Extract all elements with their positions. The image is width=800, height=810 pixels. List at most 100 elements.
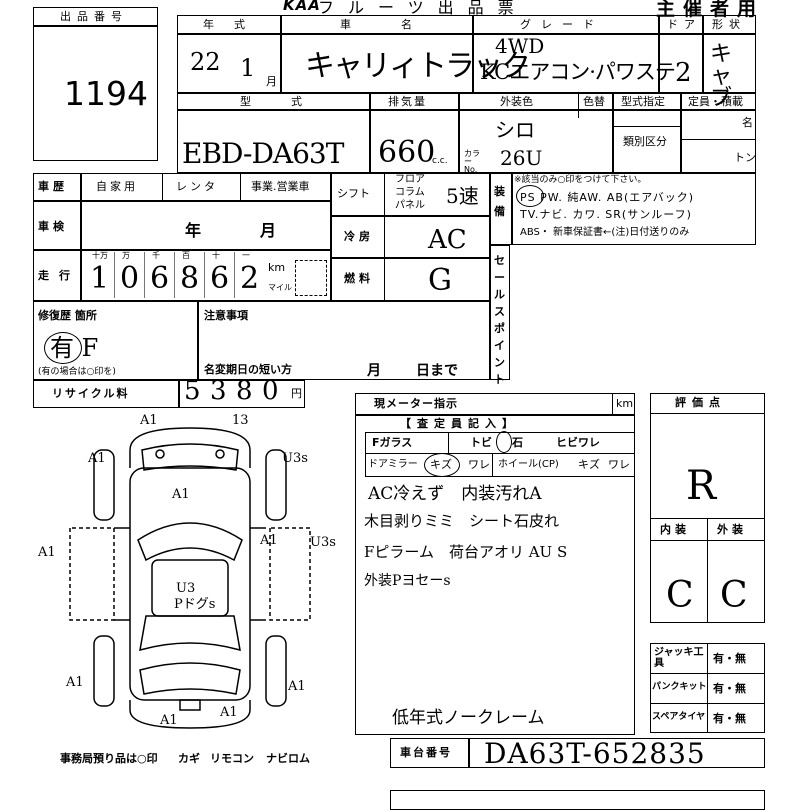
damage-mark: A1	[140, 413, 158, 428]
ps-circle-mark	[516, 185, 544, 207]
mileage-digit: 2	[240, 261, 260, 296]
damage-mark: A1	[160, 713, 178, 728]
jack-label: ジャッキ工具	[654, 647, 704, 669]
exterior-color-value: シロ	[495, 118, 535, 142]
recycle-box	[33, 380, 305, 408]
capacity-label: 定員・積載	[688, 95, 743, 108]
shift-option-panel: パネル	[395, 200, 425, 211]
recycle-digit: 0	[262, 376, 279, 406]
mileage-digit: 1	[90, 261, 110, 296]
inspector-comment-5: 低年式ノークレーム	[392, 708, 545, 728]
capacity-unit-tons: トン	[734, 151, 756, 164]
shape-label: 形状	[712, 18, 746, 31]
repair-circle-mark	[44, 332, 82, 364]
spare-tire-option[interactable]: 有・無	[713, 712, 746, 725]
month-unit: 月	[266, 75, 277, 88]
spare-tire-label: スペアタイヤ	[652, 712, 706, 722]
shift-option-column: コラム	[395, 187, 425, 198]
damage-mark: U3s	[282, 451, 308, 466]
doors-value: 2	[675, 58, 692, 88]
name-label: 車名	[340, 18, 462, 31]
equipment-label: 装備	[494, 185, 505, 218]
inspection-label: 車検	[38, 220, 68, 233]
equipment-line2: TV.ナビ. カワ. SR(サンルーフ)	[520, 208, 692, 221]
month-value: 1	[240, 54, 256, 82]
wheel-option-scratch: キズ	[578, 458, 600, 471]
fuel-label: 燃料	[344, 272, 374, 285]
repair-note: (有の場合は○印を)	[38, 367, 116, 377]
inspection-year: 年	[185, 221, 202, 240]
jack-option[interactable]: 有・無	[713, 652, 746, 665]
vehicle-name-value: キャリィトラック	[305, 49, 531, 84]
car-body-diagram	[69, 427, 311, 729]
doors-label: ドア	[667, 18, 701, 31]
wheel-option-crack: ワレ	[608, 458, 630, 471]
year-label: 年式	[203, 18, 265, 31]
fuel-value: G	[428, 263, 452, 298]
mileage-unit-label: 百	[182, 251, 190, 260]
wheel-label: ホイール(CP)	[498, 459, 559, 470]
glass-option-chip: トビ	[470, 436, 492, 449]
grade-value-line1: 4WD	[495, 34, 545, 58]
recycle-digit: 8	[236, 376, 253, 406]
mileage-digit: 6	[150, 261, 170, 296]
exterior-value: C	[720, 575, 748, 616]
history-option-private: 自家用	[96, 180, 138, 193]
mirror-circle-mark	[424, 453, 460, 477]
mileage-label: 走行	[38, 269, 80, 282]
notes-box	[198, 301, 490, 380]
damage-mark: A1	[38, 545, 56, 560]
glass-option-stone: 石	[512, 436, 523, 449]
puncture-kit-option[interactable]: 有・無	[713, 682, 746, 695]
rating-label: 評価点	[675, 396, 726, 409]
mirror-label: ドアミラー	[368, 459, 418, 470]
repair-label: 修復歴 箇所	[38, 309, 97, 322]
shift-option-floor: フロア	[395, 174, 425, 185]
puncture-kit-label: パンクキット	[652, 682, 707, 692]
office-item-key: カギ	[178, 752, 200, 765]
shift-label: シフト	[337, 187, 370, 200]
office-item-navi-rom: ナビロム	[266, 752, 310, 765]
inspection-month: 月	[260, 221, 277, 240]
sales-point-label: セールスポイント	[494, 254, 505, 386]
equipment-line3: ABS・ 新車保証書←(注)日付送りのみ	[520, 227, 690, 238]
inspector-box	[355, 415, 635, 735]
mileage-miles-unit: マイル	[268, 283, 292, 292]
damage-mark: 13	[232, 413, 249, 428]
form-name: フルーツ出品票	[318, 0, 528, 17]
sales-point-box	[490, 245, 510, 380]
deadline-month: 月	[367, 363, 381, 379]
bottom-box	[390, 790, 765, 810]
damage-mark: A1	[288, 679, 306, 694]
displacement-value: 660	[378, 135, 436, 170]
chassis-label: 車台番号	[400, 746, 452, 759]
repair-box	[33, 301, 198, 380]
rating-value: R	[686, 463, 717, 509]
recycle-label: リサイクル料	[52, 387, 130, 400]
exterior-label: 外装	[717, 523, 747, 536]
lot-number: 1194	[64, 74, 148, 113]
history-option-business: 事業.営業車	[251, 180, 310, 193]
grade-value-line2: KCエアコン·パワステ	[480, 60, 676, 84]
shift-value: 5速	[446, 184, 479, 208]
mileage-digit: 6	[210, 261, 230, 296]
damage-mark: A1	[172, 487, 190, 502]
damage-mark: A1	[88, 451, 106, 466]
logo: KAA	[283, 0, 321, 14]
inspector-comment-2: 木目剥りミミ シート石皮れ	[364, 512, 560, 530]
chassis-value: DA63T-652835	[484, 737, 706, 770]
equipment-box	[490, 173, 756, 245]
mileage-mile-checkbox[interactable]	[295, 260, 327, 296]
inspector-header: 【査定員記入】	[400, 417, 519, 430]
mileage-unit-label: 十万	[92, 251, 108, 260]
displacement-unit: c.c.	[432, 156, 448, 166]
history-option-rental: レンタ	[176, 180, 218, 193]
mileage-digit: 8	[180, 261, 200, 296]
history-box	[33, 173, 331, 301]
mileage-km-unit: km	[268, 261, 286, 274]
inspector-comment-4: 外装Pヨセーs	[364, 573, 451, 589]
year-value: 22	[190, 48, 221, 76]
capacity-unit-persons: 名	[742, 116, 753, 129]
mileage-unit-label: 一	[242, 251, 250, 260]
chassis-box	[390, 738, 765, 768]
